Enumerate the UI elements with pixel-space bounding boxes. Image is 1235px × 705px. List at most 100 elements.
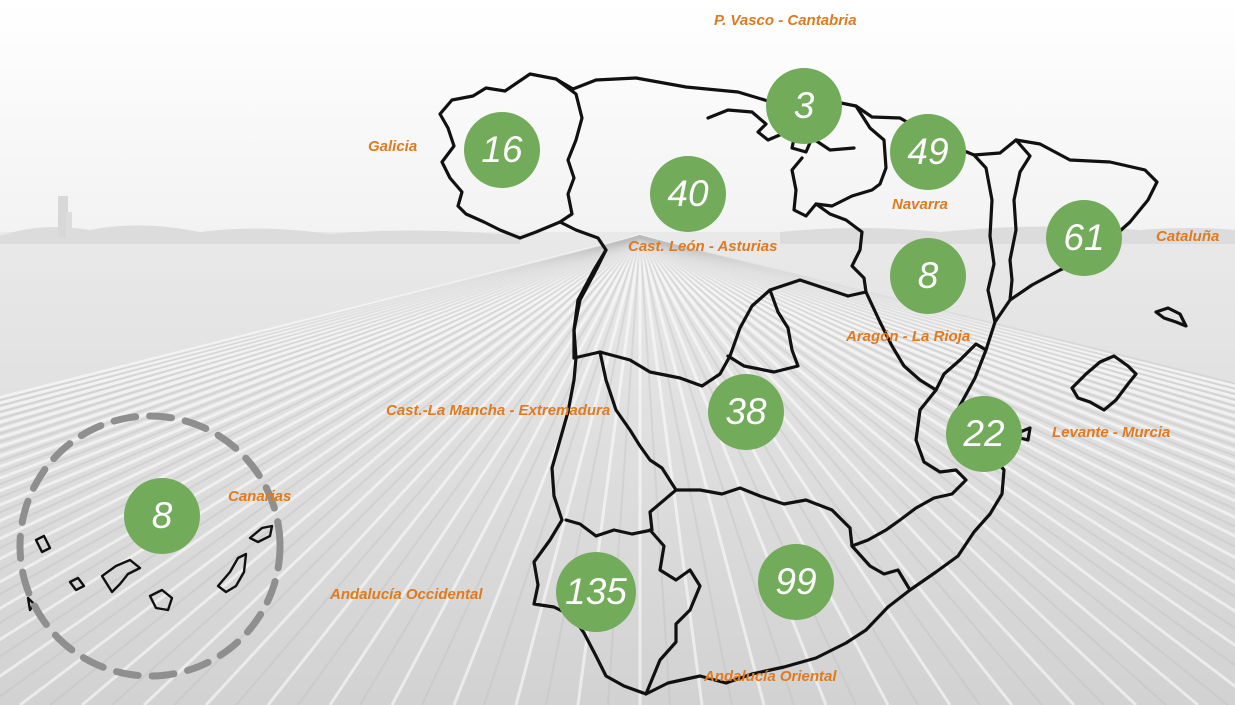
crop-furrow: [639, 235, 1235, 528]
mallorca: [1070, 354, 1138, 412]
crop-furrow: [639, 235, 857, 705]
crop-row: [639, 234, 1235, 393]
crop-row: [639, 234, 1235, 463]
crop-row: [0, 234, 641, 561]
badge-pvasco[interactable]: 3: [766, 68, 842, 144]
crop-row: [0, 234, 641, 458]
crop-furrow: [639, 235, 1105, 705]
crop-furrow: [0, 235, 641, 443]
crop-row: [0, 234, 641, 469]
crop-furrow: [639, 235, 1235, 511]
border-galicia: [554, 77, 584, 224]
badge-levante[interactable]: 22: [946, 396, 1022, 472]
crop-furrow: [0, 235, 641, 474]
crop-furrow: [639, 235, 1167, 705]
crop-furrow: [639, 235, 1235, 421]
border-madrid: [726, 288, 800, 374]
crop-furrow: [0, 235, 641, 407]
crop-furrow: [639, 235, 1235, 548]
crop-furrow: [639, 235, 1235, 447]
crop-row: [639, 234, 1235, 560]
crop-furrow: [639, 235, 1235, 429]
crop-furrow: [0, 235, 641, 514]
badge-andocc[interactable]: 135: [556, 552, 636, 632]
crop-furrow: [0, 235, 641, 550]
crop-row: [638, 235, 828, 705]
border-andalucia-split: [644, 528, 702, 696]
crop-row: [0, 234, 641, 432]
crop-furrow: [0, 235, 641, 453]
crop-row: [639, 234, 1235, 411]
badge-aragon[interactable]: 8: [890, 238, 966, 314]
crop-row: [639, 234, 1235, 452]
crop-row: [328, 235, 642, 705]
crop-furrow: [0, 235, 641, 435]
crop-row: [639, 234, 1235, 503]
crop-furrow: [297, 235, 641, 705]
crop-furrow: [49, 235, 641, 705]
crop-row: [0, 234, 641, 411]
crop-row: [639, 234, 1235, 519]
crop-row: [638, 235, 1014, 705]
crop-row: [0, 234, 641, 584]
crop-furrow: [0, 235, 641, 531]
badge-navarra[interactable]: 49: [890, 114, 966, 190]
crop-furrow: [639, 235, 1235, 469]
crop-row: [639, 234, 1199, 705]
canarias-islands: [26, 524, 274, 612]
badge-canarias[interactable]: 8: [124, 478, 200, 554]
crop-row: [639, 234, 1235, 399]
crop-row: [0, 234, 641, 678]
label-andori: Andalucía Oriental: [704, 668, 837, 685]
crop-furrow: [0, 235, 641, 596]
crop-furrow: [639, 235, 1235, 630]
menorca: [1154, 306, 1188, 328]
crop-row: [0, 234, 641, 523]
crop-row: [0, 234, 641, 611]
crop-row: [639, 234, 1235, 418]
crop-row: [638, 235, 766, 705]
crop-row: [638, 234, 1138, 705]
crop-furrow: [359, 235, 641, 705]
crop-furrow: [0, 235, 641, 420]
crop-row: [638, 235, 890, 705]
crop-furrow: [0, 235, 641, 486]
crop-row: [639, 234, 1235, 426]
label-navarra: Navarra: [892, 196, 948, 213]
crop-row: [638, 234, 1076, 705]
crop-furrow: [639, 235, 1235, 396]
badge-cataluna[interactable]: 61: [1046, 200, 1122, 276]
crop-furrow: [0, 235, 641, 499]
crop-row: [204, 234, 642, 705]
crop-furrow: [0, 235, 641, 698]
badge-castmancha[interactable]: 38: [708, 374, 784, 450]
crop-row: [0, 234, 641, 480]
badge-galicia[interactable]: 16: [464, 112, 540, 188]
label-pvasco: P. Vasco - Cantabria: [714, 12, 857, 29]
border-castleon-south: [572, 248, 850, 388]
crop-furrow: [111, 235, 641, 705]
crop-row: [19, 234, 641, 705]
crop-furrow: [639, 235, 733, 705]
crop-row: [142, 234, 642, 705]
crop-furrow: [483, 235, 641, 705]
crop-furrow: [639, 235, 1235, 390]
crop-row: [0, 234, 641, 493]
crop-row: [638, 235, 952, 705]
crop-row: [514, 235, 642, 705]
crop-furrow: [545, 235, 641, 705]
crop-row: [639, 234, 1235, 613]
crop-row: [0, 234, 641, 399]
badge-castleon[interactable]: 40: [650, 156, 726, 232]
border-navarra: [790, 104, 888, 218]
label-aragon: Aragón - La Rioja: [846, 328, 971, 345]
crop-row: [639, 234, 1235, 475]
badge-andori[interactable]: 99: [758, 544, 834, 620]
border-aragon-east: [972, 153, 997, 324]
crop-row: [0, 234, 641, 507]
crop-furrow: [639, 235, 1235, 495]
crop-furrow: [0, 235, 641, 571]
crop-row: [0, 234, 641, 417]
